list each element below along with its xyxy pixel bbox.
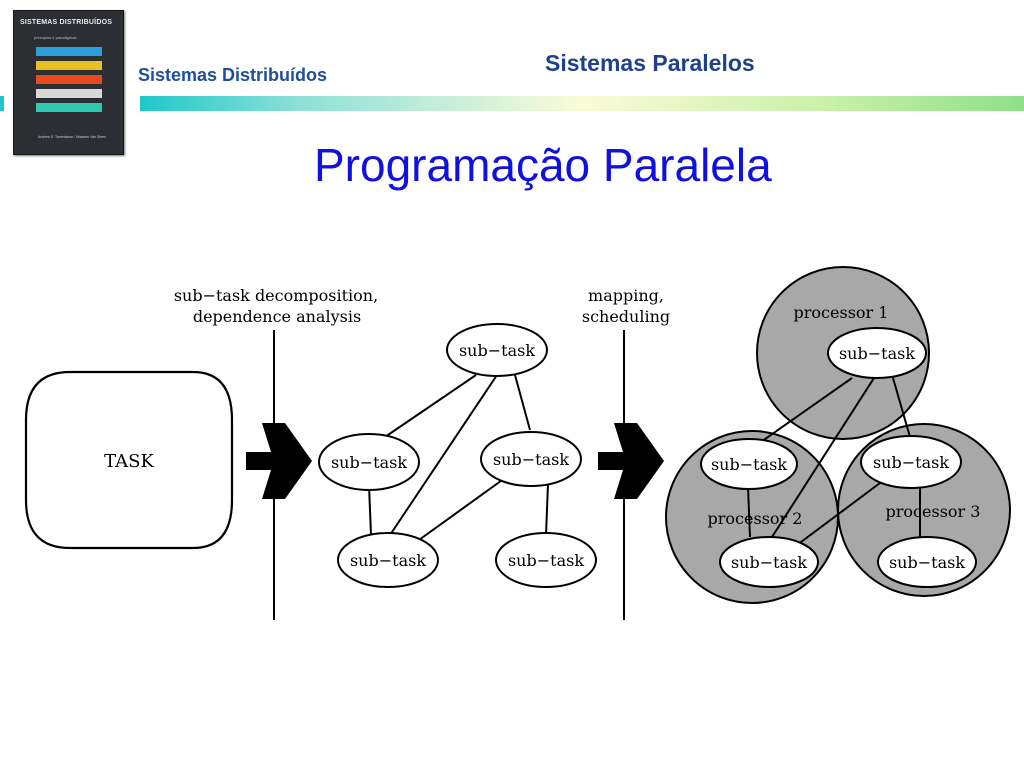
subtask-label: sub−task bbox=[839, 344, 915, 363]
processor-3-label: processor 3 bbox=[886, 502, 981, 521]
subtask-label: sub−task bbox=[508, 551, 584, 570]
processor-1-label: processor 1 bbox=[794, 303, 889, 322]
left-accent-marker bbox=[0, 96, 4, 111]
subtask-node: sub−task bbox=[495, 532, 597, 588]
subtask-node: sub−task bbox=[446, 323, 548, 377]
subtask-node: sub−task bbox=[700, 438, 798, 490]
subtask-node: sub−task bbox=[827, 327, 927, 379]
stage2-label-line1: mapping, bbox=[588, 286, 664, 305]
stage1-label-line1: sub−task decomposition, bbox=[174, 286, 378, 305]
subtask-label: sub−task bbox=[873, 453, 949, 472]
dependence-graph-edges bbox=[368, 374, 549, 546]
subtask-node: sub−task bbox=[318, 433, 420, 491]
book-band-red bbox=[36, 75, 102, 84]
mapped-graph-edges bbox=[747, 377, 921, 549]
subtask-node: sub−task bbox=[719, 536, 819, 588]
book-title: SISTEMAS DISTRIBUÍDOS bbox=[20, 19, 113, 26]
subtask-node: sub−task bbox=[337, 532, 439, 588]
stage1-arrow-icon bbox=[246, 423, 312, 499]
stage1-label-line2: dependence analysis bbox=[193, 307, 361, 326]
subtask-label: sub−task bbox=[889, 553, 965, 572]
book-band-white bbox=[36, 89, 102, 98]
stage2-label-line2: scheduling bbox=[582, 307, 670, 326]
subtask-label: sub−task bbox=[331, 453, 407, 472]
stage2-arrow-icon bbox=[598, 423, 664, 499]
header-left-title: Sistemas Distribuídos bbox=[138, 65, 328, 85]
book-subtitle: princípios e paradigmas bbox=[34, 35, 77, 40]
processor-2-label: processor 2 bbox=[708, 509, 803, 528]
task-box bbox=[24, 370, 234, 550]
header-gradient-bar bbox=[140, 96, 1024, 111]
subtask-node: sub−task bbox=[877, 536, 977, 588]
subtask-label: sub−task bbox=[350, 551, 426, 570]
book-band-teal bbox=[36, 103, 102, 112]
subtask-label: sub−task bbox=[493, 450, 569, 469]
subtask-node: sub−task bbox=[860, 435, 962, 489]
header-right-title: Sistemas Paralelos bbox=[545, 50, 755, 76]
subtask-node: sub−task bbox=[480, 431, 582, 487]
slide-title: Programação Paralela bbox=[314, 139, 772, 191]
book-band-blue bbox=[36, 47, 102, 56]
subtask-label: sub−task bbox=[711, 455, 787, 474]
book-band-yellow bbox=[36, 61, 102, 70]
subtask-label: sub−task bbox=[459, 341, 535, 360]
book-cover-image: SISTEMAS DISTRIBUÍDOS princípios e parad… bbox=[13, 10, 124, 155]
task-label: TASK bbox=[104, 451, 154, 472]
book-authors: Andrew S. Tanenbaum / Maarten Van Steen bbox=[38, 135, 107, 139]
subtask-label: sub−task bbox=[731, 553, 807, 572]
